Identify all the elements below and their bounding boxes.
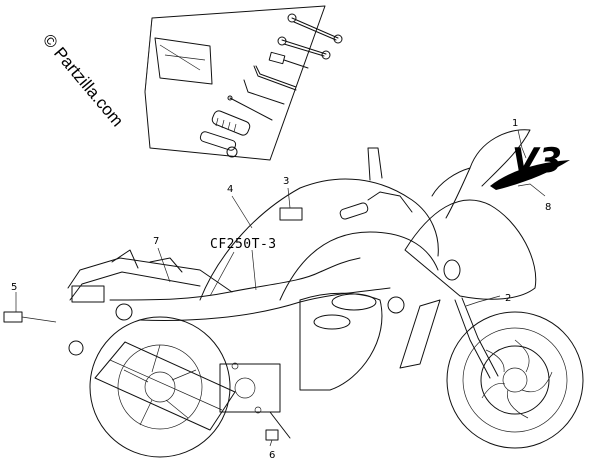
front-fork <box>454 299 491 379</box>
tool-pouch-icon <box>154 37 213 85</box>
spark-plug-wrench-icon <box>211 110 251 136</box>
rear-wheel <box>89 316 231 458</box>
body-line <box>139 287 391 321</box>
fairing-headlight <box>443 259 461 281</box>
kickstand <box>269 411 291 439</box>
model-decal-text: CF250T-3 <box>210 237 277 252</box>
tank-lower-line <box>279 231 439 301</box>
logo-text: V3 <box>512 141 562 181</box>
hex-key-icon <box>253 65 297 91</box>
wrench-icon <box>287 13 343 44</box>
front-fairing <box>404 199 537 300</box>
tool-kit-outline <box>144 5 326 161</box>
watermark-text: © Partzilla.com <box>39 30 127 130</box>
logo-fairing-edge <box>469 129 531 187</box>
label-decal-3 <box>279 207 303 221</box>
callout-6: 6 <box>269 450 275 461</box>
side-vent-upper <box>331 293 377 311</box>
callout-1: 1 <box>512 118 518 129</box>
windscreen <box>431 167 471 219</box>
screwdriver-icon <box>268 51 309 69</box>
label-decal-5 <box>3 311 23 323</box>
rear-rack <box>67 249 233 303</box>
tool-kit-panel <box>144 5 343 161</box>
side-cover <box>299 292 383 391</box>
callout-4: 4 <box>227 184 233 195</box>
motorcycle-outline <box>67 129 584 458</box>
front-wheel <box>446 311 584 449</box>
handlebar <box>339 147 413 220</box>
seat-line <box>109 257 361 301</box>
socket-bar-icon <box>199 131 238 158</box>
logo-swoosh <box>490 160 570 190</box>
pin-tool-icon <box>227 95 273 121</box>
side-stripe-panel <box>399 299 441 369</box>
rear-turn-signal <box>115 303 133 321</box>
side-cap <box>387 296 405 314</box>
callout-3: 3 <box>283 176 289 187</box>
callout-5: 5 <box>11 282 17 293</box>
callout-2: 2 <box>505 293 511 304</box>
label-decal-6 <box>265 429 279 441</box>
callout-7: 7 <box>153 236 159 247</box>
rear-reflector <box>68 340 84 356</box>
v3-logo-decal: V3 <box>490 141 570 190</box>
callout-8: 8 <box>545 202 551 213</box>
side-vent-lower <box>313 314 351 330</box>
wrench-icon <box>277 36 331 60</box>
engine-block <box>219 362 281 414</box>
leader-lines <box>15 129 546 447</box>
tank-outline <box>199 178 439 301</box>
exhaust-muffler <box>94 341 236 431</box>
hex-key-icon <box>243 79 285 105</box>
